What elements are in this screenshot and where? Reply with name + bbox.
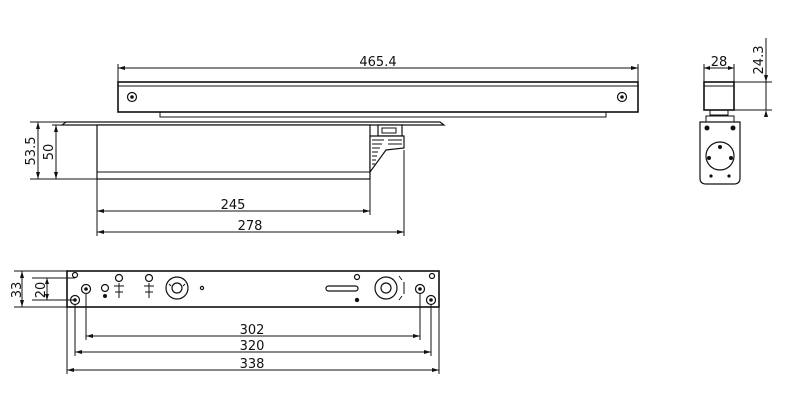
mounting-plate-view xyxy=(66,270,440,308)
plate-outline xyxy=(66,270,440,308)
track-width-label: 28 xyxy=(711,55,728,70)
body-length-long-label: 278 xyxy=(238,219,263,234)
body-height-inner-label: 50 xyxy=(42,144,57,161)
hole-spacing-320-label: 320 xyxy=(240,339,265,354)
body-length-short-label: 245 xyxy=(221,198,246,213)
end-view-spindle xyxy=(705,141,735,171)
track-height-label: 24.3 xyxy=(752,46,767,75)
plate-hole-right-bottom xyxy=(425,294,437,306)
plate-hole-right-mid xyxy=(414,283,426,295)
slide-track xyxy=(117,81,639,118)
dimension-track-length: 465.4 xyxy=(117,55,639,82)
track-end-hole-right xyxy=(616,91,628,103)
plate-length-label: 338 xyxy=(240,357,265,372)
plate-height-outer-label: 33 xyxy=(10,282,25,299)
plate-height-inner-label: 20 xyxy=(34,282,49,299)
plate-hole-right-top xyxy=(428,272,436,280)
adjustment-screw-block xyxy=(369,135,405,174)
plate-fixing-group-1 xyxy=(100,273,154,298)
dimension-plate-length: 302 320 338 xyxy=(66,294,440,374)
dimension-end-view: 28 24.3 xyxy=(703,38,772,117)
plate-spindle-left xyxy=(165,276,189,300)
closer-body xyxy=(60,121,446,180)
end-view xyxy=(699,81,741,185)
body-height-outer-label: 53.5 xyxy=(24,137,39,166)
plate-slot xyxy=(325,273,361,303)
track-end-hole-left xyxy=(126,91,138,103)
hole-spacing-302-label: 302 xyxy=(240,323,265,338)
plate-hole-left-top xyxy=(71,271,79,279)
dimension-body-height: 53.5 50 xyxy=(24,121,97,180)
plate-spindle-right xyxy=(374,275,405,301)
dimension-body-length: 245 278 xyxy=(96,150,405,236)
track-bottom-flange xyxy=(159,111,607,118)
body-housing xyxy=(96,124,371,180)
dimension-plate-height: 33 20 xyxy=(10,270,75,308)
mounting-plate xyxy=(60,121,446,126)
track-length-label: 465.4 xyxy=(359,55,396,70)
plate-hole-left-mid xyxy=(80,283,92,295)
